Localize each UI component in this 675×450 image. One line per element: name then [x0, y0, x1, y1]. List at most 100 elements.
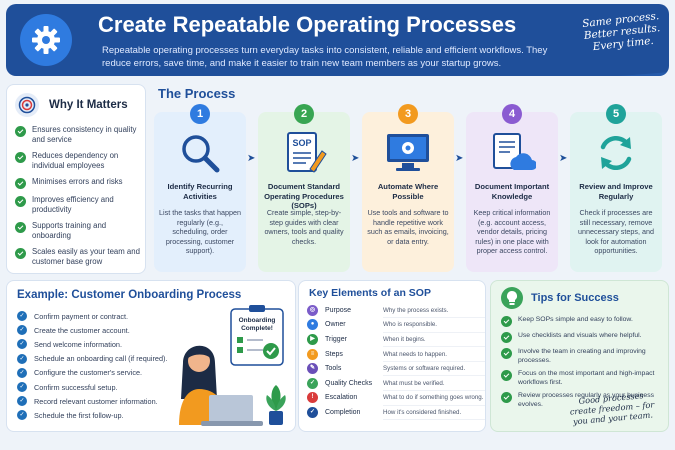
step-bullet-icon: ✓ [17, 410, 27, 421]
key-element-icon: ! [307, 392, 318, 404]
key-element-icon: ◎ [307, 304, 318, 316]
example-step: ✓Configure the customer's service. [17, 366, 177, 380]
why-item: Ensures consistency in quality and servi… [15, 125, 143, 145]
key-element-desc: What needs to happen. [383, 346, 485, 362]
example-step: ✓Confirm successful setup. [17, 380, 177, 394]
check-icon [15, 222, 26, 233]
key-element-icon: ● [307, 319, 318, 331]
step-number: 4 [502, 104, 522, 124]
header-banner: Create Repeatable Operating Processes Re… [6, 4, 669, 76]
page-title: Create Repeatable Operating Processes [98, 12, 517, 37]
key-element-icon: ✎ [307, 363, 318, 375]
key-element-name: Trigger [325, 335, 347, 343]
tip-item: Review processes regularly as your busin… [501, 391, 663, 409]
key-element-icon: ▶ [307, 333, 318, 345]
step-bullet-icon: ✓ [17, 353, 27, 364]
why-item: Minimises errors and risks [15, 177, 143, 189]
key-elements-title: Key Elements of an SOP [309, 287, 431, 299]
example-step: ✓Schedule the first follow-up. [17, 408, 177, 422]
arrow-right-icon: ➤ [455, 153, 464, 164]
step-description: List the tasks that happen regularly (e.… [159, 208, 241, 255]
step-number: 5 [606, 104, 626, 124]
check-icon [15, 248, 26, 259]
gear-icon [20, 14, 72, 66]
check-icon [15, 126, 26, 137]
process-step-3: 3 Automate Where Possible Use tools and … [362, 104, 454, 272]
check-icon [501, 370, 512, 381]
arrow-right-icon: ➤ [559, 153, 568, 164]
tip-item: Involve the team in creating and improvi… [501, 347, 663, 365]
key-element-icon: ✓ [307, 406, 318, 418]
sop-badge: SOP [292, 138, 311, 148]
step-bullet-icon: ✓ [17, 367, 27, 378]
sop-document-icon: SOP [278, 128, 330, 178]
tips-title: Tips for Success [531, 292, 619, 304]
key-element-desc: What must be verified. [383, 375, 485, 392]
tip-item: Use checklists and visuals where helpful… [501, 331, 663, 343]
why-it-matters-panel: Why It Matters Ensures consistency in qu… [6, 84, 146, 274]
step-description: Check if processes are still necessary, … [578, 208, 654, 255]
check-icon [501, 392, 512, 403]
step-bullet-icon: ✓ [17, 311, 27, 322]
step-bullet-icon: ✓ [17, 325, 27, 336]
key-element-desc: What to do if something goes wrong. [383, 390, 485, 406]
example-title: Example: Customer Onboarding Process [17, 289, 242, 301]
check-icon [501, 316, 512, 327]
example-step: ✓Send welcome information. [17, 337, 177, 351]
step-title: Identify Recurring Activities [167, 182, 233, 201]
example-step: ✓Schedule an onboarding call (if require… [17, 352, 177, 366]
key-element-desc: When it begins. [383, 332, 485, 348]
tip-item: Keep SOPs simple and easy to follow. [501, 315, 663, 327]
key-element-desc: Who is responsible. [383, 317, 485, 333]
key-element-row: ● Owner Who is responsible. [307, 317, 485, 333]
check-icon [501, 348, 512, 359]
process-step-4: 4 Document Important Knowledge Keep crit… [466, 104, 558, 272]
key-element-name: Purpose [325, 306, 352, 314]
tips-panel: Tips for Success Keep SOPs simple and ea… [490, 280, 669, 432]
step-number: 2 [294, 104, 314, 124]
key-element-name: Tools [325, 365, 342, 373]
arrow-right-icon: ➤ [351, 153, 360, 164]
key-element-name: Steps [325, 350, 343, 358]
example-onboarding-panel: Example: Customer Onboarding Process ✓Co… [6, 280, 296, 432]
key-element-icon: ≡ [307, 348, 318, 360]
why-item: Supports training and onboarding [15, 221, 143, 241]
check-icon [501, 332, 512, 343]
lightbulb-icon [501, 287, 523, 309]
step-title: Document Standard Operating Procedures (… [264, 182, 344, 210]
arrow-right-icon: ➤ [247, 153, 256, 164]
key-element-name: Owner [325, 321, 346, 329]
key-element-row: ! Escalation What to do if something goes … [307, 390, 485, 406]
process-step-2: 2 SOP Document Standard Operating Proced… [258, 104, 350, 272]
step-bullet-icon: ✓ [17, 396, 27, 407]
process-step-5: 5 Review and Improve Regularly Check if … [570, 104, 662, 272]
check-icon [15, 178, 26, 189]
process-title: The Process [158, 86, 236, 101]
why-title: Why It Matters [49, 99, 128, 111]
page-subtitle: Repeatable operating processes turn ever… [102, 45, 548, 69]
key-element-name: Quality Checks [325, 379, 373, 387]
process-step-1: 1 Identify Recurring Activities List the… [154, 104, 246, 272]
key-element-name: Escalation [325, 394, 358, 402]
step-title: Review and Improve Regularly [579, 182, 653, 201]
check-icon [15, 196, 26, 207]
step-description: Use tools and software to handle repetit… [367, 208, 449, 246]
header-swoosh [616, 72, 669, 76]
step-title: Document Important Knowledge [474, 182, 550, 201]
tip-item: Focus on the most important and high-imp… [501, 369, 663, 387]
why-item: Reduces dependency on individual employe… [15, 151, 143, 171]
why-item: Scales easily as your team and customer … [15, 247, 143, 267]
step-bullet-icon: ✓ [17, 382, 27, 393]
example-step: ✓Record relevant customer information. [17, 394, 177, 408]
step-description: Create simple, step-by-step guides with … [264, 208, 344, 246]
key-element-name: Completion [325, 408, 361, 416]
cloud-document-icon [486, 128, 538, 178]
